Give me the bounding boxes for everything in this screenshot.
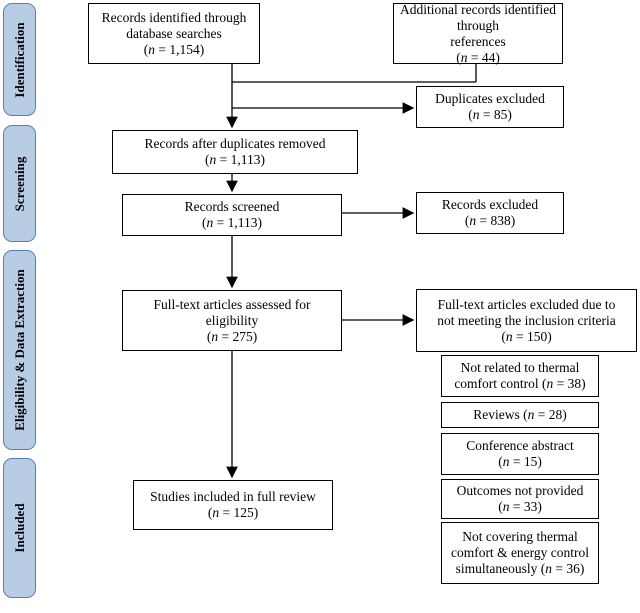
- box-studies-included: Studies included in full review (n = 125…: [133, 480, 333, 530]
- box-additional-records: Additional records identified through re…: [393, 2, 563, 65]
- box-reason-reviews: Reviews (n = 28): [441, 402, 599, 428]
- box-reason-simultaneous: Not covering thermal comfort & energy co…: [441, 522, 599, 584]
- box-after-duplicates: Records after duplicates removed (n = 1,…: [112, 130, 358, 174]
- box-records-excluded: Records excluded (n = 838): [416, 192, 564, 234]
- box-database-records: Records identified through database sear…: [88, 3, 260, 64]
- phase-included: Included: [3, 458, 36, 598]
- phase-screening: Screening: [3, 125, 36, 242]
- phase-eligibility: Eligibility & Data Extraction: [3, 250, 36, 450]
- box-fulltext-excluded: Full-text articles excluded due to not m…: [416, 289, 637, 352]
- phase-identification: Identification: [3, 3, 36, 116]
- box-reason-conference: Conference abstract (n = 15): [441, 433, 599, 475]
- box-fulltext-assessed: Full-text articles assessed for eligibil…: [122, 290, 342, 351]
- box-reason-outcomes: Outcomes not provided (n = 33): [441, 479, 599, 519]
- box-reason-thermal: Not related to thermal comfort control (…: [441, 355, 599, 397]
- box-records-screened: Records screened (n = 1,113): [122, 194, 342, 236]
- box-duplicates-excluded: Duplicates excluded (n = 85): [416, 86, 564, 128]
